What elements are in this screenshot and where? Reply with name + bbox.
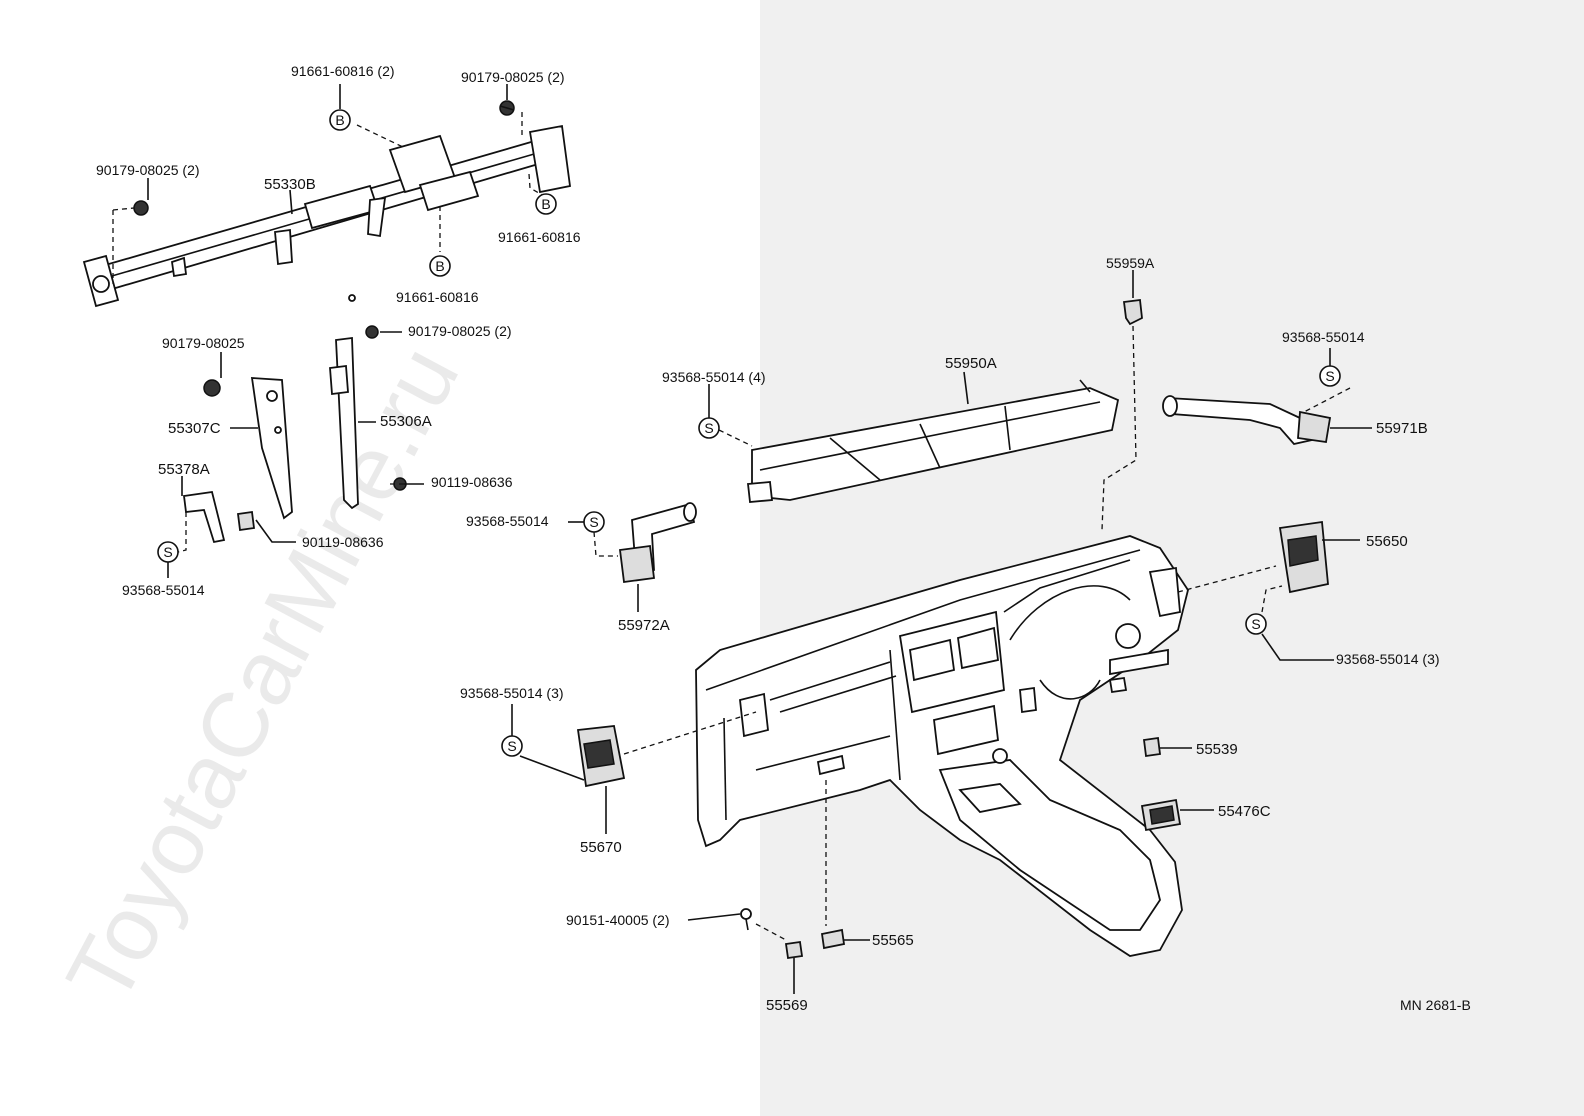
label-90151-40005: 90151-40005 (2) <box>566 912 670 928</box>
label-90119-08636-left: 90119-08636 <box>302 534 384 550</box>
screw-marker-93568-right: S <box>1319 365 1341 387</box>
label-55650: 55650 <box>1366 533 1408 550</box>
screw-marker-93568-3-right: S <box>1245 613 1267 635</box>
svg-text:B: B <box>335 112 344 128</box>
clip-55959A <box>1122 298 1143 326</box>
bolt-90119-left <box>236 510 256 532</box>
svg-text:S: S <box>1251 616 1260 632</box>
label-55972A: 55972A <box>618 617 670 634</box>
label-55307C: 55307C <box>168 420 221 437</box>
label-91661-60816-right: 91661-60816 <box>498 229 581 245</box>
label-55539: 55539 <box>1196 741 1238 758</box>
svg-text:B: B <box>541 196 550 212</box>
label-55971B: 55971B <box>1376 420 1428 437</box>
svg-text:B: B <box>435 258 444 274</box>
label-55569: 55569 <box>766 997 808 1014</box>
bolt-marker-bottom: B <box>429 255 451 277</box>
brace-55307C <box>250 377 293 520</box>
label-90179-08025-single: 90179-08025 <box>162 335 245 351</box>
bolt-90179-mid <box>365 325 379 339</box>
bracket-55378A <box>182 490 226 544</box>
label-55959A: 55959A <box>1106 255 1155 271</box>
side-duct-55971B <box>1162 395 1332 445</box>
label-93568-55014-3-left: 93568-55014 (3) <box>460 685 564 701</box>
label-93568-55014-3-right: 93568-55014 (3) <box>1336 651 1440 667</box>
clip-55539 <box>1142 736 1162 758</box>
brace-55306A <box>329 336 359 510</box>
label-90179-08025-top: 90179-08025 (2) <box>461 69 565 85</box>
label-91661-60816-bottom: 91661-60816 <box>396 289 479 305</box>
label-93568-55014-duct: 93568-55014 <box>466 513 549 529</box>
diagram-code: MN 2681-B <box>1400 997 1471 1013</box>
label-90179-08025-left: 90179-08025 (2) <box>96 162 200 178</box>
center-duct-55972A <box>618 502 697 584</box>
label-55378A: 55378A <box>158 461 210 478</box>
screw-marker-93568-duct: S <box>583 511 605 533</box>
svg-text:S: S <box>507 738 516 754</box>
bolt-90179-top <box>499 100 515 116</box>
label-91661-60816-top: 91661-60816 (2) <box>291 63 395 79</box>
screw-90151-40005 <box>740 908 752 931</box>
label-93568-55014-left: 93568-55014 <box>122 582 205 598</box>
bolt-marker-right: B <box>535 193 557 215</box>
label-55306A: 55306A <box>380 413 432 430</box>
bracket-55476C <box>1140 798 1182 832</box>
label-55670: 55670 <box>580 839 622 856</box>
nut-55569 <box>784 940 804 960</box>
bolt-90179-single <box>203 379 221 397</box>
svg-text:S: S <box>1325 368 1334 384</box>
label-90179-08025-mid: 90179-08025 (2) <box>408 323 512 339</box>
label-93568-55014-right: 93568-55014 <box>1282 329 1365 345</box>
svg-text:S: S <box>589 514 598 530</box>
bolt-90179-left <box>133 200 149 216</box>
side-vent-55670 <box>576 725 626 788</box>
label-55950A: 55950A <box>945 355 997 372</box>
label-90119-08636-right: 90119-08636 <box>431 474 513 490</box>
label-55330B: 55330B <box>264 176 316 193</box>
defroster-nozzle-55950A <box>747 379 1120 503</box>
screw-marker-93568-3-left: S <box>501 735 523 757</box>
svg-text:S: S <box>704 420 713 436</box>
instrument-panel <box>695 535 1189 957</box>
reinforcement-beam-55330B <box>82 124 572 308</box>
side-vent-55650 <box>1278 520 1329 594</box>
label-55476C: 55476C <box>1218 803 1271 820</box>
screw-marker-left: S <box>157 541 179 563</box>
cover-55565 <box>820 928 846 950</box>
svg-text:S: S <box>163 544 172 560</box>
screw-marker-93568-4: S <box>698 417 720 439</box>
label-55565: 55565 <box>872 932 914 949</box>
bolt-marker-top: B <box>329 109 351 131</box>
label-93568-55014-4: 93568-55014 (4) <box>662 369 766 385</box>
